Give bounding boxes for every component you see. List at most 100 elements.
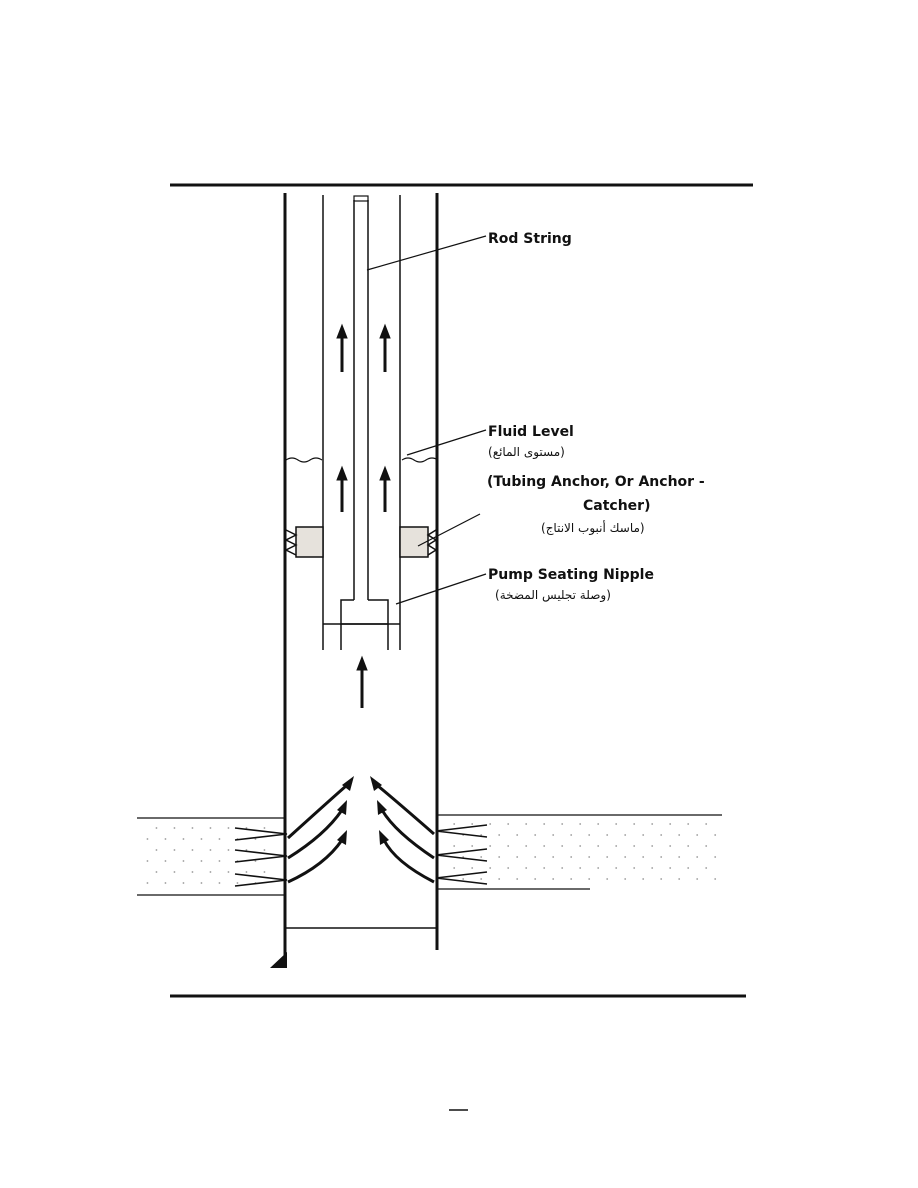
formation-dot (245, 871, 248, 873)
flow-arrows (336, 323, 391, 708)
formation-dot (146, 860, 149, 862)
formation-dot (471, 823, 474, 825)
formation-dot (263, 827, 266, 829)
formation-dot (696, 878, 699, 880)
formation-dot (606, 834, 609, 836)
formation-dot (236, 882, 239, 884)
tubing-anchor-label-line1: (Tubing Anchor, Or Anchor - (487, 474, 705, 490)
formation-dot (471, 845, 474, 847)
formation-dot (552, 856, 555, 858)
formation-dot (200, 838, 203, 840)
fluid-level-line (285, 457, 439, 463)
formation-dot (534, 834, 537, 836)
formation-dot (678, 834, 681, 836)
tubing-anchor (284, 526, 438, 558)
formation-dot (263, 871, 266, 873)
formation-dot (660, 834, 663, 836)
formation-dot (633, 823, 636, 825)
formation-dot (182, 882, 185, 884)
formation-dot (669, 845, 672, 847)
formation-dot (191, 849, 194, 851)
formation-dot (525, 845, 528, 847)
formation-dot (570, 878, 573, 880)
formation-dot (642, 856, 645, 858)
formation-dot (209, 827, 212, 829)
formation-dot (534, 856, 537, 858)
formation-dot (498, 878, 501, 880)
formation-dot (669, 867, 672, 869)
tubing-anchor-arabic-label: (ماسك أنبوب الانتاج) (541, 520, 645, 536)
formation-dot (489, 867, 492, 869)
formation-dot (227, 827, 230, 829)
formation-dot (525, 823, 528, 825)
formation-dot (453, 845, 456, 847)
formation-dot (705, 823, 708, 825)
formation-zone (137, 814, 722, 896)
formation-dot (705, 867, 708, 869)
formation-dot (678, 856, 681, 858)
formation-dot (209, 871, 212, 873)
formation-dot (480, 878, 483, 880)
formation-dot (651, 823, 654, 825)
formation-dot (687, 845, 690, 847)
formation-dot (561, 823, 564, 825)
formation-dot (660, 856, 663, 858)
formation-dot (624, 834, 627, 836)
formation-dot (209, 849, 212, 851)
formation-dot (218, 838, 221, 840)
casing (270, 193, 439, 968)
formation-dot (714, 878, 717, 880)
formation-dot (516, 834, 519, 836)
formation-dot (200, 860, 203, 862)
formation-dot (597, 845, 600, 847)
formation-dot (507, 867, 510, 869)
formation-dot (615, 867, 618, 869)
formation-dot (579, 823, 582, 825)
fluid-level-label: Fluid Level (488, 424, 574, 440)
formation-dot (254, 838, 257, 840)
formation-dot (227, 871, 230, 873)
formation-dot (543, 867, 546, 869)
formation-dot (615, 823, 618, 825)
formation-dot (173, 827, 176, 829)
formation-dot (164, 860, 167, 862)
formation-dot (227, 849, 230, 851)
formation-dot (453, 823, 456, 825)
formation-dot (507, 823, 510, 825)
formation-dot (516, 856, 519, 858)
pump-seating-nipple-arabic-label: (وصلة تجليس المضخة) (495, 588, 611, 603)
formation-dot (218, 860, 221, 862)
formation-dot (453, 867, 456, 869)
formation-dot (588, 834, 591, 836)
formation-dot (182, 838, 185, 840)
formation-dot (462, 878, 465, 880)
formation-dot (579, 845, 582, 847)
formation-dot (480, 856, 483, 858)
formation-dot (498, 834, 501, 836)
formation-dot (696, 834, 699, 836)
formation-dot (561, 845, 564, 847)
casing-shoe (270, 952, 287, 968)
formation-dot (146, 838, 149, 840)
formation-dot (507, 845, 510, 847)
formation-dot (714, 834, 717, 836)
formation-dot (146, 882, 149, 884)
formation-dot (696, 856, 699, 858)
formation-dot (552, 834, 555, 836)
fluid-level-arabic-label: (مستوى المائع) (488, 445, 565, 460)
formation-dot (570, 834, 573, 836)
formation-dot (245, 827, 248, 829)
formation-dot (633, 867, 636, 869)
rod-string-label: Rod String (488, 231, 572, 247)
formation-dot (606, 856, 609, 858)
formation-dot (687, 867, 690, 869)
leader-lines (366, 235, 487, 605)
formation-dot (155, 827, 158, 829)
formation-dot (173, 849, 176, 851)
formation-dot (705, 845, 708, 847)
formation-dot (516, 878, 519, 880)
formation-dot (597, 823, 600, 825)
formation-dot (489, 845, 492, 847)
formation-inflow (234, 776, 488, 887)
formation-dot (615, 845, 618, 847)
